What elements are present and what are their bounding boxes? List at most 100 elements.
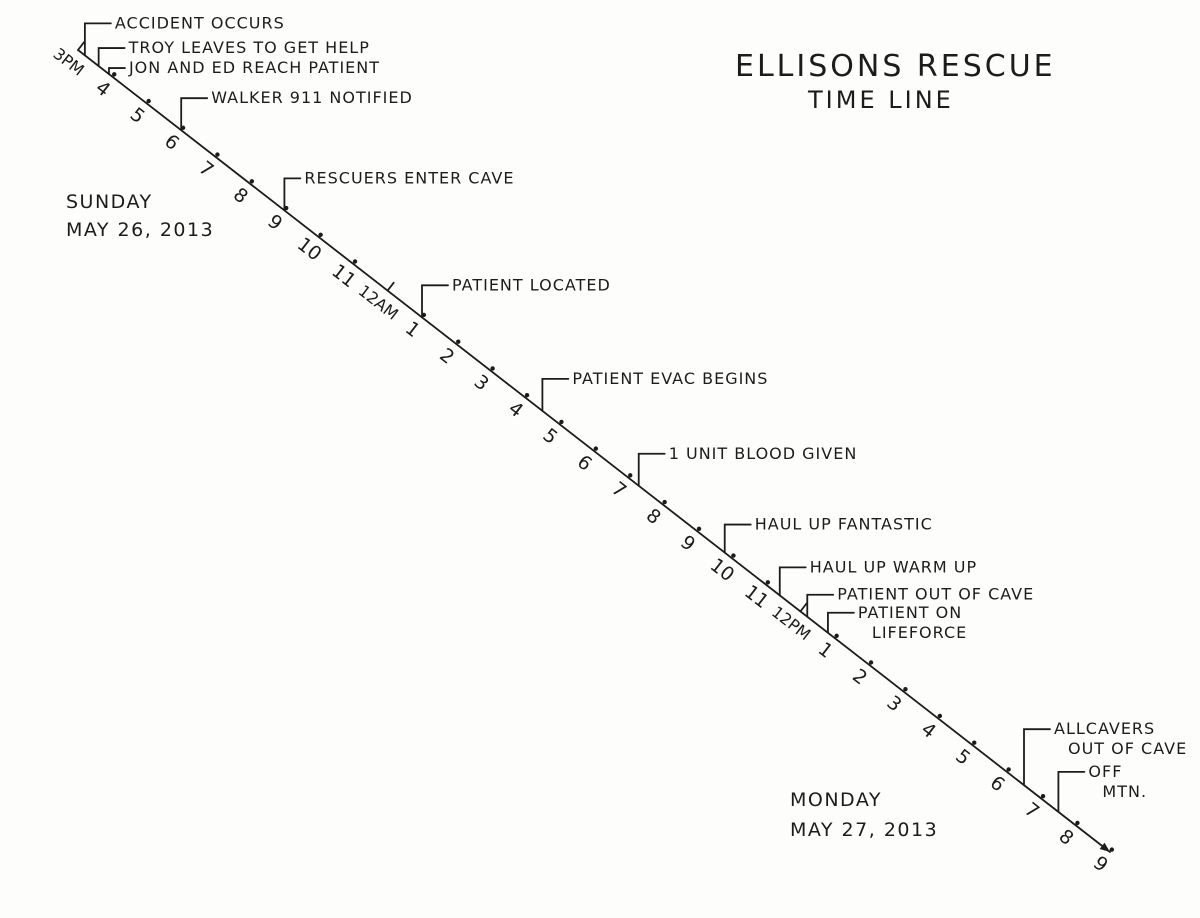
hour-tick-dot xyxy=(318,232,323,237)
event-label: 1 UNIT BLOOD GIVEN xyxy=(669,444,858,463)
event-label: JON AND ED REACH PATIENT xyxy=(128,58,380,77)
hour-label: 8 xyxy=(1055,825,1078,850)
event-marker: ACCIDENT OCCURS xyxy=(83,13,285,57)
hour-tick-dot xyxy=(662,499,667,505)
hour-label: 8 xyxy=(229,184,252,209)
hour-label: 7 xyxy=(195,157,218,182)
event-leader-line xyxy=(97,47,126,67)
chart-title: ELLISONS RESCUE xyxy=(735,49,1056,84)
hour-tick-dot xyxy=(731,553,736,558)
event-leader-line xyxy=(723,523,752,554)
hour-label: 4 xyxy=(91,77,114,102)
hour-tick-dot xyxy=(215,152,220,157)
hour-tick-dot xyxy=(696,526,702,532)
hour-label: 1 xyxy=(401,317,424,342)
hour-label: 7 xyxy=(607,478,630,503)
hour-tick-dot xyxy=(456,339,461,344)
hour-tick-dot xyxy=(628,473,633,478)
hour-label: 5 xyxy=(126,103,149,128)
hour-label: 3PM xyxy=(50,44,88,80)
hour-label: 9 xyxy=(263,210,286,235)
hour-tick-dot xyxy=(146,98,151,104)
hour-label: 2 xyxy=(435,344,458,369)
hour-tick-dot xyxy=(1075,820,1080,826)
event-marker: WALKER 911 NOTIFIED xyxy=(180,88,413,132)
hour-major-tick xyxy=(799,602,808,613)
hour-label: 4 xyxy=(504,397,527,422)
hour-tick-dot xyxy=(937,713,943,719)
hour-label: 6 xyxy=(160,130,183,155)
event-marker: PATIENT LOCATED xyxy=(421,275,611,319)
hour-tick-dot xyxy=(1109,847,1115,852)
hour-major-tick xyxy=(77,41,86,51)
timeline-end-marker xyxy=(1099,842,1110,852)
start-date-label: MAY 26, 2013 xyxy=(66,219,214,241)
event-label: RESCUERS ENTER CAVE xyxy=(304,168,514,187)
timeline-axis-group xyxy=(77,41,1115,853)
hour-tick-dot xyxy=(559,419,564,425)
event-leader-line xyxy=(283,177,302,212)
hour-tick-dot xyxy=(593,446,599,451)
event-marker: JON AND ED REACH PATIENT xyxy=(108,58,380,77)
hour-label: 2 xyxy=(848,665,871,690)
event-leader-line xyxy=(778,566,807,597)
event-leader-line xyxy=(806,593,835,618)
event-label: ACCIDENT OCCURS xyxy=(115,13,285,32)
event-leader-line xyxy=(421,284,449,319)
events-group: ACCIDENT OCCURS TROY LEAVES TO GET HELPJO… xyxy=(83,13,1187,813)
hour-label: 6 xyxy=(573,451,596,476)
event-leader-line xyxy=(83,22,112,57)
hour-label: 7 xyxy=(1020,798,1043,823)
event-marker: HAUL UP WARM UP xyxy=(778,557,977,597)
event-marker: 1 UNIT BLOOD GIVEN xyxy=(637,444,858,487)
event-marker: HAUL UP FANTASTIC xyxy=(723,515,933,554)
event-label: WALKER 911 NOTIFIED xyxy=(211,88,413,107)
hour-major-tick xyxy=(386,281,395,292)
hour-label: 1 xyxy=(814,638,837,663)
event-label: HAUL UP FANTASTIC xyxy=(755,515,933,534)
chart-subtitle: TIME LINE xyxy=(807,86,954,114)
event-leader-line xyxy=(1057,771,1086,813)
event-leader-line xyxy=(180,97,209,132)
hour-label: 4 xyxy=(917,718,940,743)
hour-tick-dot xyxy=(903,687,908,692)
event-label: PATIENT LOCATED xyxy=(452,275,611,294)
event-leader-line xyxy=(108,67,126,75)
hour-tick-dot xyxy=(972,740,977,745)
hour-tick-dot xyxy=(765,580,771,585)
hour-tick-dot xyxy=(1006,767,1011,772)
event-leader-line xyxy=(541,377,570,412)
hour-label: 5 xyxy=(539,424,562,449)
event-label: PATIENT OUT OF CAVE xyxy=(837,585,1034,604)
event-leader-line xyxy=(827,611,855,634)
hour-label: 6 xyxy=(986,772,1009,797)
hour-label: 9 xyxy=(1089,852,1112,877)
hour-tick-dot xyxy=(524,392,530,398)
hour-tick-dot xyxy=(868,660,874,665)
hour-tick-dot xyxy=(249,179,255,184)
hour-labels-group: 3PM456789101112AM123456789101112PM123456… xyxy=(50,44,1112,877)
hour-tick-dot xyxy=(1040,793,1046,799)
event-marker: PATIENT EVAC BEGINS xyxy=(541,369,768,412)
event-label: PATIENT EVAC BEGINS xyxy=(572,369,768,388)
hour-label: 12AM xyxy=(355,281,402,324)
hour-tick-dot xyxy=(490,366,495,371)
event-marker: PATIENT OUT OF CAVE xyxy=(806,585,1034,618)
hour-label: 3 xyxy=(883,691,906,716)
event-marker: RESCUERS ENTER CAVE xyxy=(283,168,514,212)
hour-label: 9 xyxy=(676,531,699,556)
hour-tick-dot xyxy=(112,72,117,77)
event-label: TROY LEAVES TO GET HELP xyxy=(128,38,370,57)
event-label: HAUL UP WARM UP xyxy=(810,557,977,576)
hour-tick-dot xyxy=(834,633,839,638)
hour-tick-dot xyxy=(352,259,358,264)
hour-label: 3 xyxy=(470,371,493,396)
end-date-label: MAY 27, 2013 xyxy=(790,819,938,841)
